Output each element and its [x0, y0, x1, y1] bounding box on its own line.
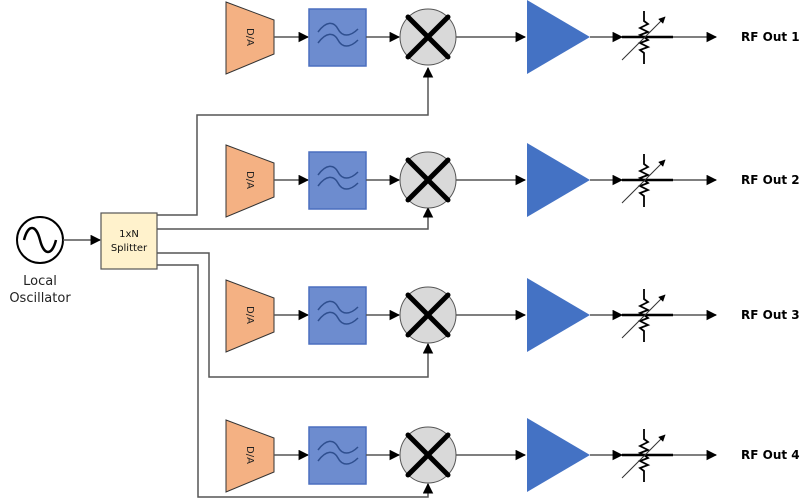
oscillator-label-line2: Oscillator: [9, 291, 71, 306]
variable-arrow-icon: [621, 16, 666, 61]
dac-block: D/A: [225, 144, 275, 218]
channel-1: D/A RF Out 1: [225, 0, 800, 75]
lowpass-filter-block: [308, 151, 367, 210]
lo-wire-ch1: [157, 66, 434, 216]
filter-wave-icon: [317, 165, 359, 179]
mixer-block: [399, 8, 457, 66]
lo-wire-ch2: [157, 206, 434, 230]
channel-2: D/A RF Out 2: [225, 143, 800, 218]
amplifier-block: [527, 0, 590, 74]
amplifier-block: [527, 418, 590, 492]
lowpass-filter-block: [308, 426, 367, 485]
oscillator-label-line1: Local: [23, 274, 57, 289]
channel-4: D/A RF Out 4: [225, 418, 800, 493]
splitter: 1xN Splitter: [100, 212, 158, 270]
filter-wave-icon: [317, 451, 359, 465]
amplifier-block: [527, 143, 590, 217]
rf-output-label: RF Out 3: [741, 308, 800, 322]
local-oscillator: Local Oscillator: [9, 216, 71, 306]
filter-wave-icon: [317, 300, 359, 314]
sine-wave-icon: [22, 226, 58, 254]
amplifier-block: [527, 278, 590, 352]
splitter-label-line1: 1xN: [119, 229, 139, 240]
lowpass-filter-block: [308, 8, 367, 67]
rf-output-label: RF Out 4: [741, 448, 800, 462]
resistor-icon: [637, 11, 651, 64]
lo-wire-ch4: [157, 264, 434, 498]
filter-wave-icon: [317, 440, 359, 454]
variable-arrow-icon: [621, 294, 666, 339]
mixer-block: [399, 426, 457, 484]
dac-block: D/A: [225, 1, 275, 75]
variable-attenuator-block: [621, 11, 673, 64]
dac-block: D/A: [225, 279, 275, 353]
mixer-cross-icon: [405, 432, 451, 478]
rf-output-label: RF Out 1: [741, 30, 800, 44]
mixer-cross-icon: [405, 14, 451, 60]
resistor-icon: [637, 429, 651, 482]
channel-3: D/A RF Out 3: [225, 278, 800, 353]
mixer-cross-icon: [405, 292, 451, 338]
mixer-cross-icon: [405, 157, 451, 203]
dac-label: D/A: [244, 306, 255, 324]
variable-attenuator-block: [621, 289, 673, 342]
resistor-icon: [637, 289, 651, 342]
variable-attenuator-block: [621, 429, 673, 482]
splitter-label-line2: Splitter: [111, 243, 148, 254]
resistor-icon: [637, 154, 651, 207]
dac-label: D/A: [244, 171, 255, 189]
lowpass-filter-block: [308, 286, 367, 345]
filter-wave-icon: [317, 33, 359, 47]
dac-label: D/A: [244, 446, 255, 464]
filter-wave-icon: [317, 176, 359, 190]
dac-label: D/A: [244, 28, 255, 46]
variable-arrow-icon: [621, 159, 666, 204]
variable-attenuator-block: [621, 154, 673, 207]
dac-block: D/A: [225, 419, 275, 493]
filter-wave-icon: [317, 311, 359, 325]
filter-wave-icon: [317, 22, 359, 36]
lo-wire-ch3: [157, 252, 434, 378]
mixer-block: [399, 286, 457, 344]
variable-arrow-icon: [621, 434, 666, 479]
mixer-block: [399, 151, 457, 209]
rf-output-label: RF Out 2: [741, 173, 800, 187]
